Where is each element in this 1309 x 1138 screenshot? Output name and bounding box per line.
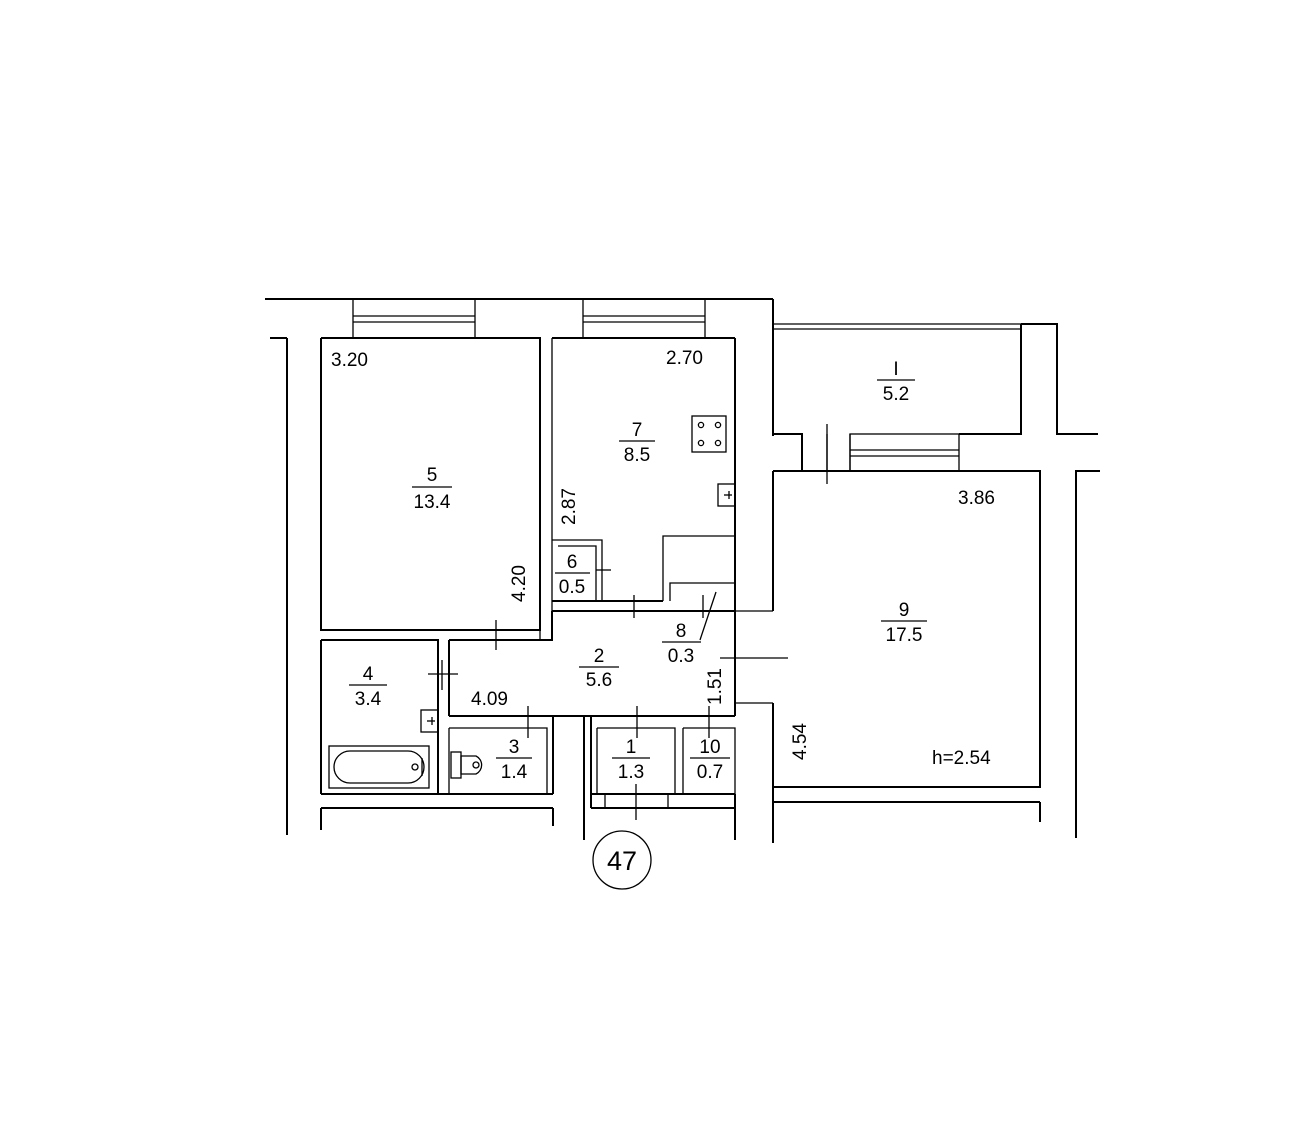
- room-area: 5.6: [586, 670, 612, 691]
- window-room7: [582, 298, 706, 339]
- room-number: 6: [567, 552, 578, 573]
- apartment-number: 47: [607, 846, 637, 876]
- room-area: 17.5: [886, 625, 923, 646]
- door-markers: [428, 424, 828, 820]
- apartment-number-badge: 47: [592, 830, 652, 890]
- room-label-4: 4 3.4: [349, 664, 387, 710]
- room-label-2: 2 5.6: [579, 646, 619, 691]
- walls: [265, 298, 1100, 843]
- window-room9: [849, 433, 960, 472]
- room-number: 3: [509, 737, 520, 758]
- dim-room5-length: 4.20: [509, 565, 530, 602]
- dim-hall-length: 4.09: [471, 689, 508, 710]
- dimension-labels: 3.20 4.20 2.70 2.87 4.09 1.51 3.86 4.54 …: [331, 348, 995, 769]
- room-area: 3.4: [355, 689, 382, 710]
- room-label-8: 8 0.3: [662, 621, 701, 667]
- room-label-5: 5 13.4: [412, 465, 452, 513]
- bathroom-sink-icon: [420, 709, 439, 733]
- room-number: 4: [363, 664, 374, 685]
- room-label-balcony: I 5.2: [877, 359, 915, 405]
- room-number: I: [893, 359, 898, 380]
- room-area: 0.5: [559, 577, 585, 598]
- room-area: 8.5: [624, 445, 650, 466]
- dim-room9-width: 3.86: [958, 488, 995, 509]
- room-number: 7: [632, 420, 643, 441]
- window-room5: [352, 298, 476, 339]
- windows: [352, 298, 960, 472]
- room-area: 1.3: [618, 762, 644, 783]
- room-number: 9: [899, 600, 910, 621]
- room-area: 5.2: [883, 384, 909, 405]
- room-label-9: 9 17.5: [881, 600, 927, 646]
- room-number: 10: [699, 737, 720, 758]
- room-label-1: 1 1.3: [612, 737, 650, 783]
- room-label-10: 10 0.7: [690, 737, 730, 783]
- room-number: 5: [427, 465, 438, 486]
- stove-icon: [691, 415, 727, 453]
- room-number: 1: [626, 737, 637, 758]
- toilet-icon: [450, 751, 483, 779]
- room-area: 0.7: [697, 762, 723, 783]
- room-labels: 5 13.4 7 8.5 6 0.5 8 0.3 2 5.6 4 3.4: [349, 359, 927, 783]
- room-area: 1.4: [501, 762, 528, 783]
- dim-room9-length: 4.54: [790, 723, 811, 760]
- room-area: 0.3: [668, 646, 694, 667]
- ceiling-height: h=2.54: [932, 748, 991, 769]
- dim-hall-width: 1.51: [705, 668, 726, 705]
- room-label-3: 3 1.4: [496, 737, 532, 783]
- room-label-6: 6 0.5: [555, 552, 590, 598]
- sink-icon: [717, 483, 736, 507]
- dim-room5-width: 3.20: [331, 350, 368, 371]
- dim-room7-width: 2.70: [666, 348, 703, 369]
- bathtub-icon: [328, 745, 430, 789]
- room-area: 13.4: [414, 492, 451, 513]
- room-number: 8: [676, 621, 687, 642]
- dim-room7-length: 2.87: [559, 488, 580, 525]
- room-label-7: 7 8.5: [619, 420, 655, 466]
- room-number: 2: [594, 646, 605, 667]
